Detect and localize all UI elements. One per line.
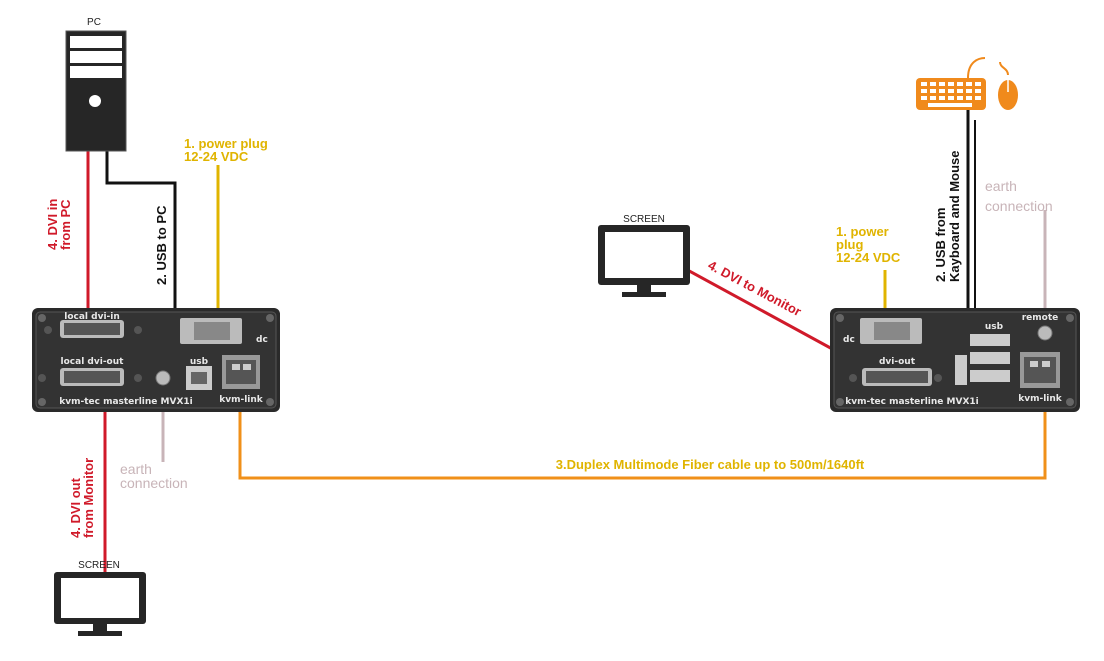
earth-right-label-line2: connection	[985, 198, 1053, 214]
keyboard-icon	[916, 57, 986, 110]
local-kvm-link-label: kvm-link	[219, 395, 264, 405]
usb-to-pc-label: 2. USB to PC	[154, 205, 169, 285]
local-model-label: kvm-tec masterline MVX1i	[59, 397, 193, 407]
earth-right-label-line1: earth	[985, 178, 1017, 194]
remote-usb-port-1	[970, 334, 1010, 346]
local-dc-label: dc	[256, 335, 268, 345]
dvi-out-label-line1: 4. DVI out	[68, 477, 83, 538]
power-left-label-line1: 1. power plug	[184, 136, 268, 151]
power-right-label-line2: plug	[836, 237, 863, 252]
screen-top-label: SCREEN	[623, 214, 665, 225]
monitor-top-icon	[598, 225, 690, 297]
monitor-bottom-icon	[54, 572, 146, 636]
pc-tower-icon	[65, 30, 127, 152]
local-earth-screw	[155, 370, 171, 386]
remote-kvm-unit	[830, 308, 1080, 412]
power-left-label-line2: 12-24 VDC	[184, 149, 249, 164]
screen-bottom-label: SCREEN	[78, 560, 120, 571]
remote-kvm-link-label: kvm-link	[1018, 394, 1063, 404]
local-kvm-unit	[32, 308, 280, 412]
earth-left-label-line2: connection	[120, 475, 188, 491]
usb-keyboard-label-line1: 2. USB from	[933, 208, 948, 282]
remote-dvi-out-label: dvi-out	[879, 357, 916, 367]
dvi-out-label-line2: from Monitor	[81, 458, 96, 538]
remote-remote-label: remote	[1022, 313, 1059, 323]
pc-label: PC	[87, 17, 101, 28]
usb-keyboard-label-line2: Kayboard and Mouse	[947, 151, 962, 282]
dvi-in-label-line1: 4. DVI in	[45, 199, 60, 250]
dvi-in-label-line2: from PC	[58, 199, 73, 250]
local-dvi-in-label: local dvi-in	[64, 312, 120, 322]
remote-dc-label: dc	[843, 335, 855, 345]
remote-earth-screw	[1037, 325, 1053, 341]
power-right-label-line1: 1. power	[836, 224, 889, 239]
local-dvi-out-label: local dvi-out	[61, 357, 125, 367]
remote-usb-port-2	[970, 352, 1010, 364]
local-usb-label: usb	[190, 357, 209, 367]
power-right-label-line3: 12-24 VDC	[836, 250, 901, 265]
remote-usb-port-3	[970, 370, 1010, 382]
fiber-cable-label: 3.Duplex Multimode Fiber cable up to 500…	[556, 457, 865, 472]
mouse-icon	[998, 61, 1018, 110]
remote-usb-label: usb	[985, 322, 1004, 332]
earth-left-label-line1: earth	[120, 461, 152, 477]
fiber-cable	[238, 408, 1047, 480]
remote-model-label: kvm-tec masterline MVX1i	[845, 397, 979, 407]
remote-usb-port-4	[955, 355, 967, 385]
